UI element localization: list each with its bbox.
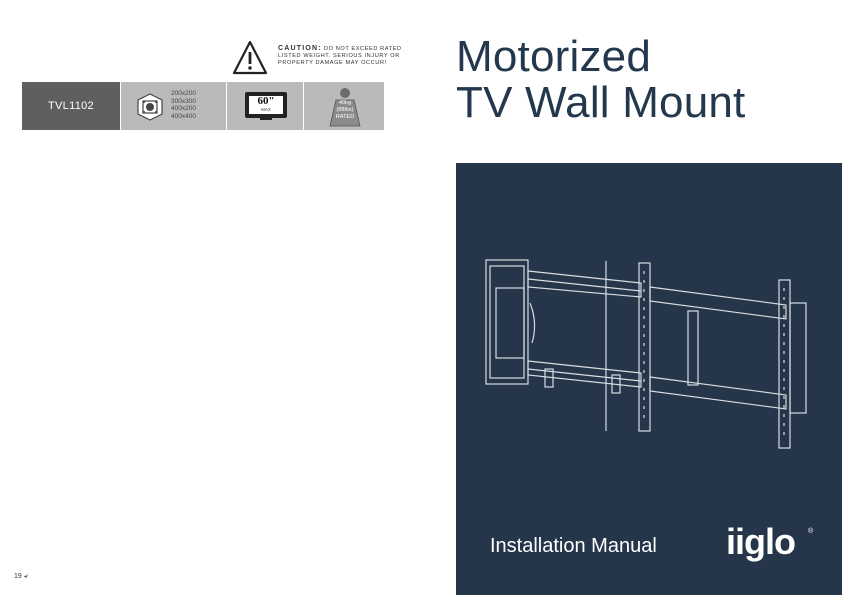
model-cell: TVL1102 (22, 82, 121, 130)
caution-text: CAUTION: DO NOT EXCEED RATED LISTED WEIG… (278, 45, 408, 67)
vesa-pattern-icon (137, 93, 163, 121)
tv-icon: 60" MAX (245, 92, 287, 118)
cover-panel: Installation Manual iiglo ® (456, 163, 842, 595)
model-number: TVL1102 (48, 100, 94, 112)
page-number-value: 19 (14, 573, 22, 580)
registered-mark: ® (808, 528, 814, 535)
caution-title: CAUTION: (278, 45, 322, 52)
vesa-list: 200x200 300x300 400x200 400x400 (171, 90, 196, 120)
iiglo-logo: iiglo (726, 521, 796, 562)
vesa-size: 300x300 (171, 97, 196, 105)
installation-manual-label: Installation Manual (490, 535, 657, 557)
screen-size-cell: 60" MAX (227, 82, 304, 130)
vesa-size: 400x400 (171, 112, 196, 120)
weight-kg: 40kg (338, 100, 352, 106)
weight-lbs: (88lbs) (336, 107, 354, 113)
weight-rating: 40kg (88lbs) RATED (322, 100, 368, 121)
caution-notice: CAUTION: DO NOT EXCEED RATED LISTED WEIG… (232, 40, 402, 76)
speaker-icon: ◂⁾ (23, 574, 29, 580)
screen-size: 60" (257, 95, 275, 107)
page-number: 19 ◂⁾ (14, 573, 28, 580)
spec-bar: TVL1102 200x200 300x300 400x200 400x400 … (22, 82, 384, 130)
weight-rated: RATED (335, 114, 355, 120)
weight-cell: 40kg (88lbs) RATED (304, 82, 384, 130)
title-line-2: TV Wall Mount (456, 78, 746, 127)
weight-icon (329, 88, 361, 127)
caution-body: DO NOT EXCEED RATED LISTED WEIGHT. SERIO… (278, 46, 402, 66)
vesa-size: 200x200 (171, 90, 196, 97)
vesa-size: 400x200 (171, 105, 196, 113)
wall-mount-illustration (485, 259, 807, 449)
screen-max: MAX (261, 107, 271, 112)
vesa-cell: 200x200 300x300 400x200 400x400 (121, 82, 227, 130)
title-line-1: Motorized (456, 32, 651, 81)
document-title: Motorized TV Wall Mount (456, 34, 745, 126)
warning-icon (232, 40, 268, 75)
tv-stand (260, 118, 272, 120)
